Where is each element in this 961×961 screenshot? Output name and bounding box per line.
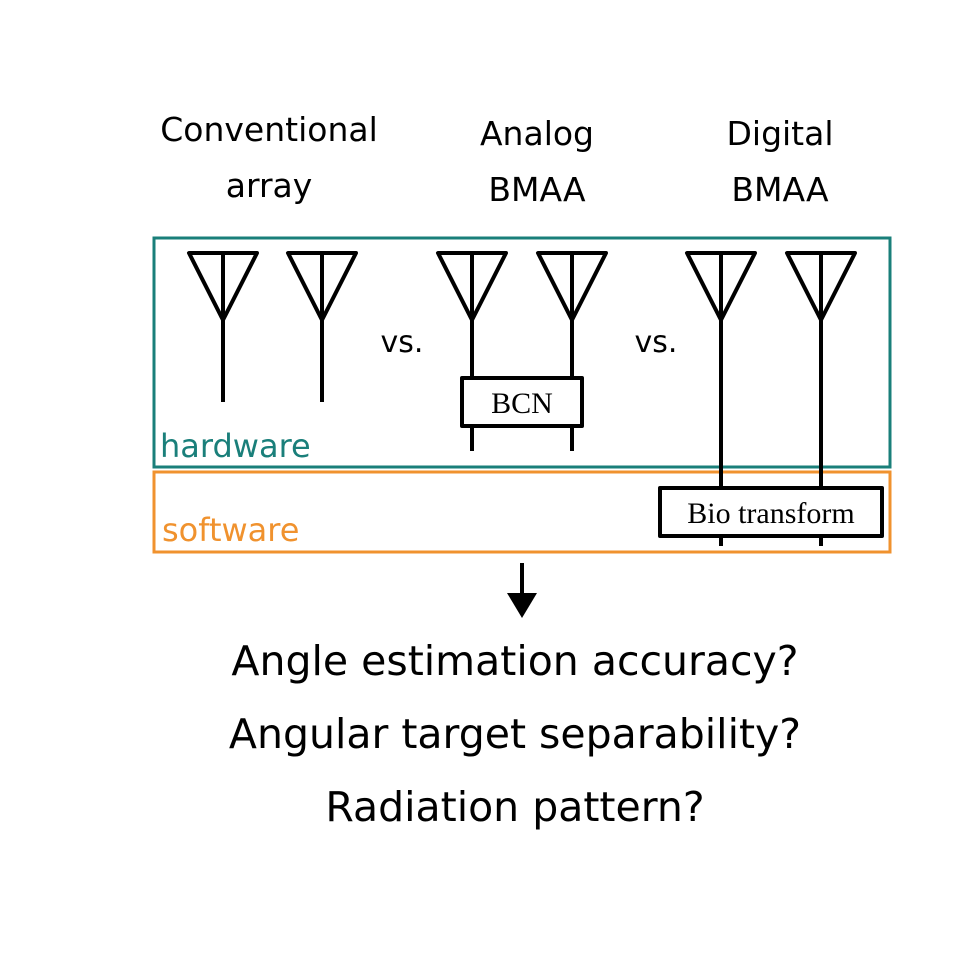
antenna-icon (536, 251, 608, 451)
antenna-icon (187, 251, 259, 402)
vs-separator: vs. (381, 325, 424, 360)
hardware-region (152, 236, 892, 469)
vs-separator: vs. (635, 325, 678, 360)
heading-line-2: array (225, 166, 313, 205)
software-label: software (162, 511, 299, 549)
heading-analog-bmaa: Analog BMAA (437, 106, 637, 218)
heading-line-2: BMAA (488, 170, 586, 209)
hardware-label: hardware (160, 427, 311, 465)
heading-line-1: Digital (726, 114, 834, 153)
heading-conventional-array: Conventional array (140, 102, 398, 214)
bcn-label: BCN (491, 387, 553, 420)
question-angle-estimation: Angle estimation accuracy? (231, 637, 799, 685)
heading-line-1: Conventional (160, 110, 378, 149)
question-radiation-pattern: Radiation pattern? (325, 783, 705, 831)
bcn-block (460, 376, 584, 428)
arrow-down-icon (507, 593, 537, 618)
heading-line-2: BMAA (731, 170, 829, 209)
heading-digital-bmaa: Digital BMAA (680, 106, 880, 218)
heading-line-1: Analog (479, 114, 595, 153)
antenna-icon (436, 251, 508, 451)
software-region (152, 470, 892, 554)
question-angular-separability: Angular target separability? (228, 710, 802, 758)
bio-transform-label: Bio transform (687, 497, 854, 530)
antenna-icon (286, 251, 358, 402)
bio-transform-block (658, 486, 884, 538)
